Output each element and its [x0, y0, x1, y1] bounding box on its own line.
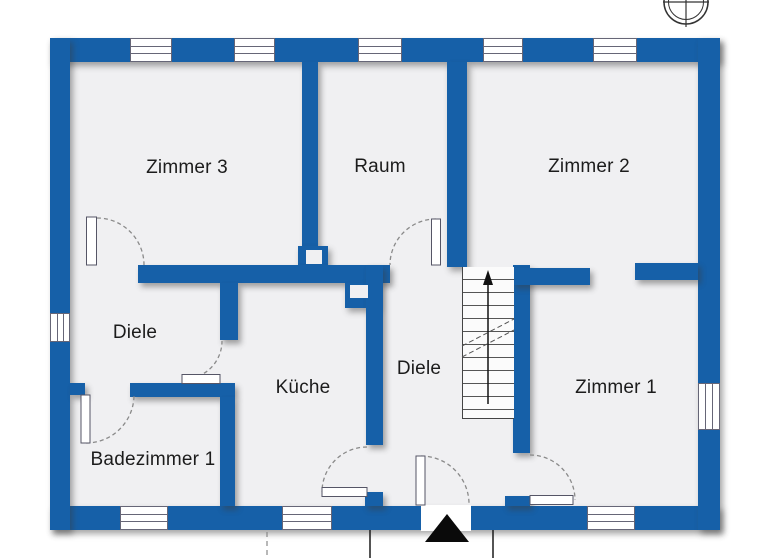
floor-area [70, 62, 698, 506]
wall-zimmer1-jamb [505, 496, 530, 506]
wall-outer-right [698, 38, 720, 530]
room-label-diele-mitte: Diele [396, 358, 442, 379]
wall-kueche-diele [366, 265, 383, 445]
room-label-zimmer3: Zimmer 3 [146, 157, 228, 178]
flue-hole-top [306, 250, 322, 264]
wall-raum-zimmer2 [447, 62, 467, 267]
window-top-3 [358, 38, 402, 62]
window-top-4 [483, 38, 523, 62]
wall-zimmer3-raum [302, 62, 318, 248]
wall-stair-stub [513, 268, 590, 285]
window-top-5 [593, 38, 637, 62]
window-top-1 [130, 38, 172, 62]
exterior-stoop-lines [266, 530, 494, 558]
wall-kueche-jamb [365, 492, 383, 506]
wall-diele-kueche [220, 283, 238, 340]
window-left-1 [50, 313, 70, 342]
wall-stair-right [513, 265, 530, 453]
window-bottom-2 [282, 506, 332, 530]
room-label-zimmer1: Zimmer 1 [575, 377, 657, 398]
entrance-opening [421, 505, 471, 531]
window-bottom-3 [587, 506, 635, 530]
wall-bad-jamb [70, 383, 85, 395]
room-label-badezimmer1: Badezimmer 1 [90, 449, 216, 470]
wall-bad-right [220, 397, 235, 506]
room-label-zimmer2: Zimmer 2 [548, 156, 630, 177]
room-label-raum: Raum [354, 156, 406, 177]
wall-middle-horizontal [138, 265, 390, 283]
compass-icon [663, 0, 709, 27]
window-right-1 [698, 383, 720, 430]
window-top-2 [234, 38, 275, 62]
wall-zimmer2-zimmer1 [635, 263, 698, 280]
window-bottom-1 [120, 506, 168, 530]
room-label-diele-links: Diele [112, 322, 158, 343]
room-label-kueche: Küche [275, 377, 331, 398]
staircase [462, 267, 514, 419]
flue-hole-bottom [350, 285, 368, 298]
wall-outer-left [50, 38, 70, 530]
wall-bad-top [130, 383, 235, 397]
